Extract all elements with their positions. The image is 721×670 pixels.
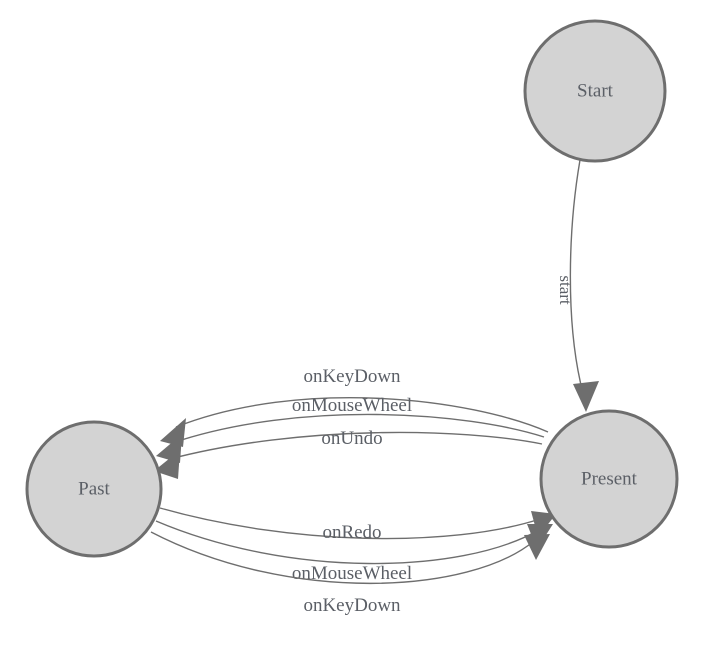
arrowhead-into-past-3 [154,450,180,479]
edge-label-present-past-onmousewheel: onMouseWheel [292,395,412,416]
edge-present-to-past-onmousewheel-path [171,413,545,444]
node-start[interactable]: Start [523,19,667,163]
edge-past-to-present-onkeydown[interactable]: onKeyDown [150,531,550,616]
edge-start-to-present[interactable]: start [556,159,599,412]
arrowhead-into-present-3 [524,534,550,560]
arrowhead-into-present-top [573,381,599,412]
edge-label-present-past-onkeydown: onKeyDown [303,366,401,387]
node-past[interactable]: Past [25,420,163,558]
edge-label-past-present-onmousewheel: onMouseWheel [292,563,412,584]
edge-past-to-present-onkeydown-path [150,531,535,584]
node-past-circle [25,420,163,558]
edge-start-to-present-path [569,159,582,386]
node-past-label: Past [78,478,110,499]
edge-label-start: start [556,275,575,305]
node-start-circle [523,19,667,163]
node-present-label: Present [581,468,638,489]
edge-label-past-present-onkeydown: onKeyDown [303,595,401,616]
node-present-circle [539,409,679,549]
edge-past-to-present-onredo[interactable]: onRedo [159,507,556,543]
node-present[interactable]: Present [539,409,679,549]
edge-label-present-past-onundo: onUndo [321,428,382,449]
edge-present-to-past-onkeydown-path [175,397,549,433]
edge-present-to-past-onundo-path [169,431,543,460]
edge-past-to-present-onredo-path [159,507,541,540]
edge-past-to-present-onmousewheel-path [155,520,538,565]
edge-present-to-past-onundo[interactable]: onUndo [154,428,543,479]
node-start-label: Start [577,80,614,101]
edge-label-past-present-onredo: onRedo [322,522,381,543]
